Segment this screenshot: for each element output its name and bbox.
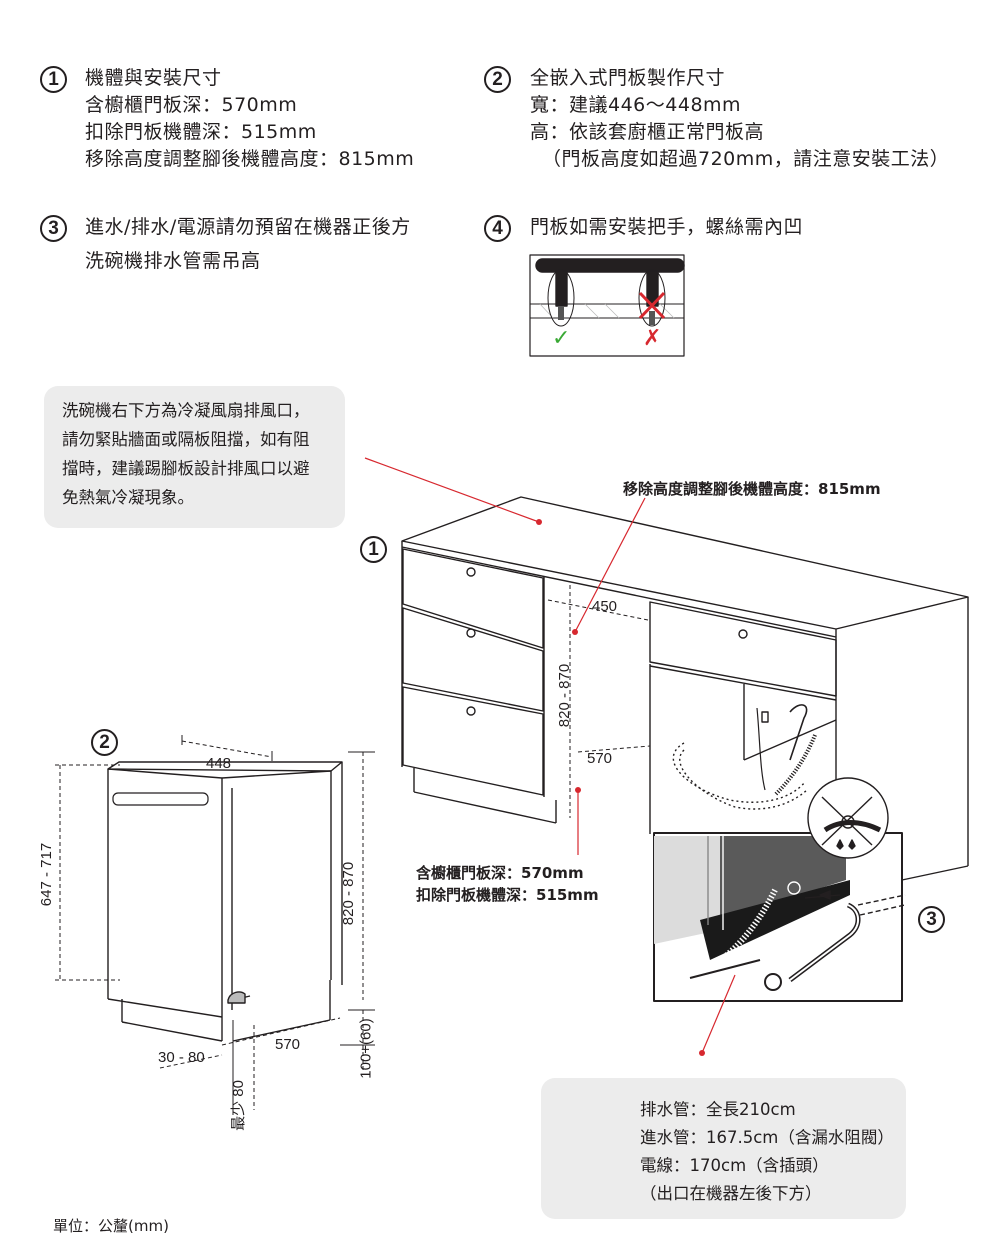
diagram-3-badge: 3 xyxy=(918,906,945,933)
legend-power-cord: 電線：170cm（含插頭） xyxy=(640,1156,829,1175)
vent-note-line: 擋時，建議踢腳板設計排風口以避 xyxy=(62,459,310,478)
door-width-dim: 448 xyxy=(206,755,232,772)
section-3-title: 進水/排水/電源請勿預留在機器正後方 xyxy=(85,216,411,238)
section-2-line: （門板高度如超過720mm，請注意安裝工法） xyxy=(542,148,950,170)
dishwasher-illustration xyxy=(55,735,375,1115)
cabinet-illustration xyxy=(401,496,969,881)
depth-callout-label: 含櫥櫃門板深：570mm xyxy=(416,864,584,882)
vent-note-box xyxy=(44,386,345,528)
cabinet-height-dim: 820 - 870 xyxy=(556,663,574,728)
ok-check-icon: ✓ xyxy=(552,326,571,351)
vent-note-line: 免熱氣冷凝現象。 xyxy=(62,488,194,507)
kick-gap-dim: 30 - 80 xyxy=(158,1049,205,1066)
section-1-line: 含櫥櫃門板深：570mm xyxy=(85,94,298,116)
min-gap-dim: 最少 80 xyxy=(229,1080,247,1131)
legend-box xyxy=(541,1078,906,1219)
legend-outlet-note: （出口在機器左後下方） xyxy=(640,1184,822,1203)
legend-inlet-hose: 進水管：167.5cm（含漏水阻閥） xyxy=(640,1128,894,1147)
step-3-badge: 3 xyxy=(40,215,67,242)
section-1-line: 扣除門板機體深：515mm xyxy=(85,121,317,143)
diagram-2-badge: 2 xyxy=(91,729,118,756)
step-1-badge: 1 xyxy=(40,66,67,93)
cabinet-depth-dim: 570 xyxy=(587,750,613,767)
unit-depth-dim: 570 xyxy=(275,1036,301,1053)
section-3-line: 洗碗機排水管需吊高 xyxy=(85,250,261,272)
section-1-line: 移除高度調整腳後機體高度：815mm xyxy=(85,148,415,170)
ng-cross-icon xyxy=(638,291,666,320)
depth-callout-label: 扣除門板機體深：515mm xyxy=(416,886,599,904)
handle-illustration xyxy=(529,254,685,357)
section-1-title: 機體與安裝尺寸 xyxy=(85,67,222,89)
diagram-1-badge: 1 xyxy=(360,536,387,563)
vent-note-line: 請勿緊貼牆面或隔板阻擋，如有阻 xyxy=(62,430,310,449)
foot-height-dim: 100+(60) xyxy=(357,1018,375,1079)
unit-note: 單位：公釐(mm) xyxy=(53,1217,169,1235)
no-water-behind-icon xyxy=(807,777,889,859)
height-callout-label: 移除高度調整腳後機體高度：815mm xyxy=(623,480,881,498)
section-2-title: 全嵌入式門板製作尺寸 xyxy=(530,67,726,89)
legend-drain-hose: 排水管：全長210cm xyxy=(640,1100,796,1119)
vent-note-line: 洗碗機右下方為冷凝風扇排風口， xyxy=(62,401,310,420)
hose-detail-inset xyxy=(653,832,906,1002)
step-2-badge: 2 xyxy=(484,66,511,93)
step-4-badge: 4 xyxy=(484,215,511,242)
door-height-dim: 647 - 717 xyxy=(38,842,56,907)
section-4-title: 門板如需安裝把手，螺絲需內凹 xyxy=(530,216,804,238)
unit-height-dim: 820 - 870 xyxy=(340,861,358,926)
section-2-line: 高：依該套廚櫃正常門板高 xyxy=(530,121,765,143)
ng-x-icon: ✗ xyxy=(643,326,662,351)
callout-leaders xyxy=(364,457,736,1054)
section-2-line: 寬：建議446～448mm xyxy=(530,94,742,116)
cabinet-width-dim: 450 xyxy=(592,598,618,615)
